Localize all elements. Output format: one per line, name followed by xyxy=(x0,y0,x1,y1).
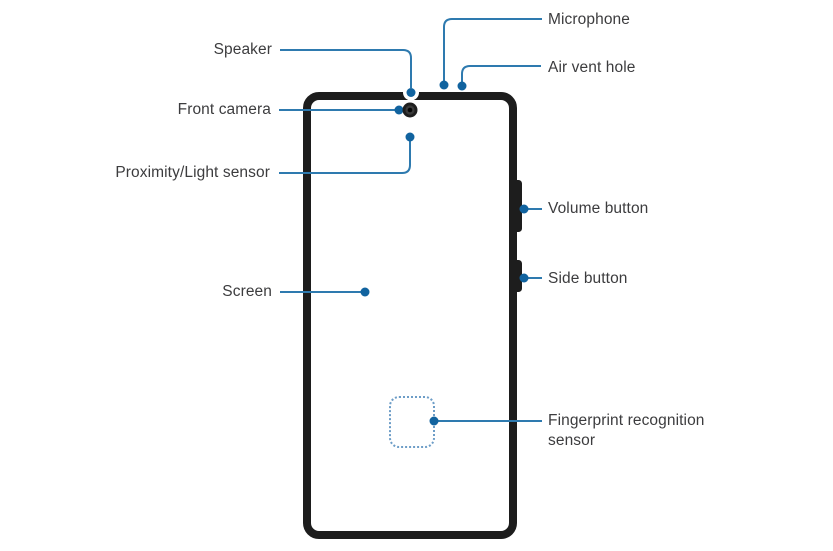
label-screen: Screen xyxy=(222,283,272,300)
microphone-dot xyxy=(439,80,449,90)
label-side-button: Side button xyxy=(548,270,628,287)
volume-button-shape xyxy=(515,180,522,232)
side-button-shape xyxy=(515,260,522,292)
label-air-vent-hole: Air vent hole xyxy=(548,59,636,76)
air-vent-hole-leader-line xyxy=(461,65,541,82)
speaker-dot xyxy=(406,88,416,97)
label-fingerprint-sensor: Fingerprint recognition sensor xyxy=(548,412,705,449)
volume-button-dot xyxy=(519,204,529,214)
label-front-camera: Front camera xyxy=(177,101,271,118)
proximity-light-sensor-dot xyxy=(405,132,415,142)
label-microphone: Microphone xyxy=(548,11,630,28)
speaker-leader-line xyxy=(280,49,412,88)
air-vent-hole-dot xyxy=(457,81,467,91)
side-button-dot xyxy=(519,273,529,283)
front-camera-icon xyxy=(402,102,418,118)
label-proximity-light-sensor: Proximity/Light sensor xyxy=(115,164,270,181)
label-speaker: Speaker xyxy=(213,41,272,58)
proximity-light-sensor-leader-line xyxy=(279,141,411,174)
fingerprint-sensor-dot xyxy=(429,416,439,426)
front-camera-dot xyxy=(394,105,404,115)
microphone-leader-line xyxy=(443,18,542,81)
screen-dot xyxy=(360,287,370,297)
label-volume-button: Volume button xyxy=(548,200,649,217)
